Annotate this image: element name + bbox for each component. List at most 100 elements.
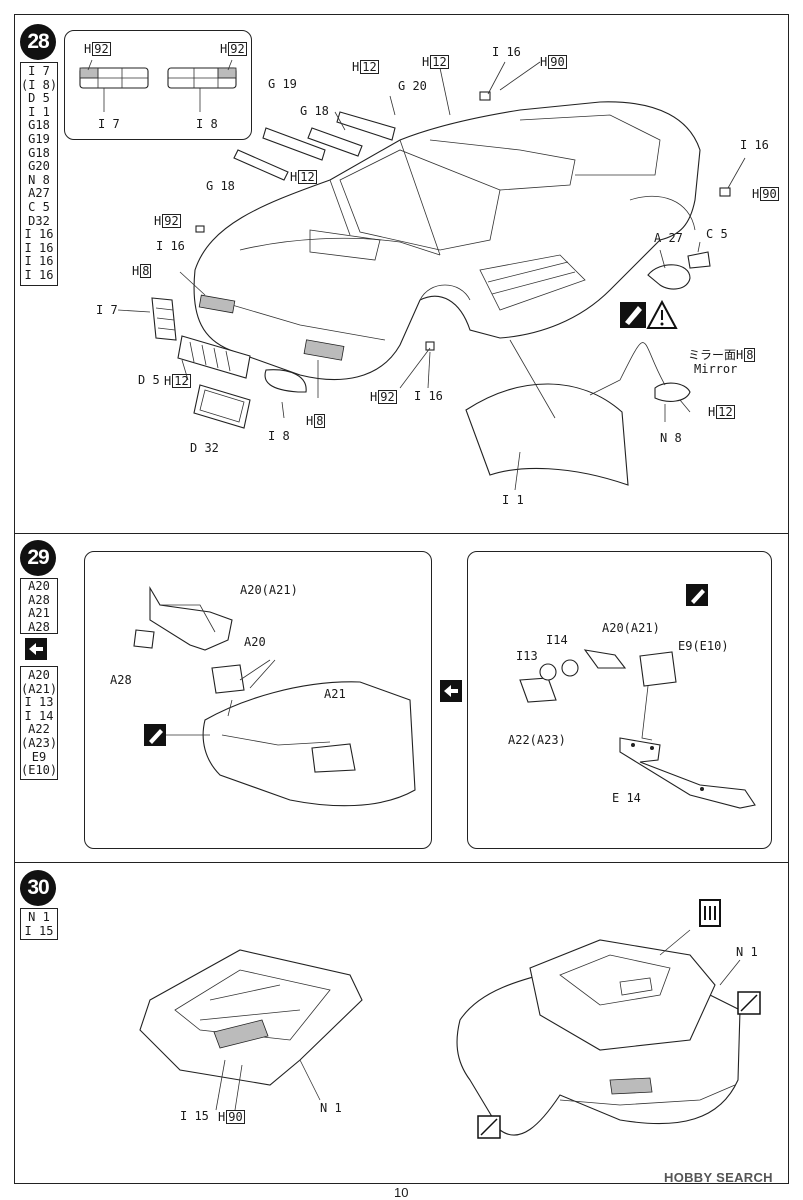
step-29-left-panel [84, 551, 432, 849]
step-30-leaders [215, 929, 741, 1111]
callout-mirror-en: Mirror [694, 362, 738, 376]
part-code: I 16 [24, 267, 54, 282]
front-parts [151, 297, 307, 429]
part-code: D 5 [28, 91, 50, 106]
part-code: N 1 [28, 910, 50, 924]
part-code: I 13 [24, 695, 54, 710]
step-29-parts-list-b: A20 (A21) I 13 I 14 A22 (A23) E9 (E10) [20, 666, 58, 780]
taillight-inset [64, 30, 252, 140]
callout-n1-right: N 1 [736, 945, 758, 959]
callout-d5: D 5 [138, 373, 160, 387]
callout-a22-a23: A22(A23) [508, 733, 566, 747]
part-code: I 14 [24, 708, 54, 723]
part-code: I 7 [28, 64, 50, 78]
part-code: I 16 [24, 254, 54, 269]
callout-a27: A 27 [654, 231, 683, 245]
part-code: C 5 [28, 199, 50, 214]
callout-i7-inset: I 7 [98, 117, 120, 131]
taillight-i7-drawing [79, 59, 149, 112]
part-code: I 16 [24, 240, 54, 255]
part-code: G19 [28, 131, 50, 146]
taillight-i8-drawing [167, 59, 237, 112]
step-30-frame [14, 862, 789, 1184]
part-code: A21 [28, 606, 50, 621]
part-code: I 1 [28, 104, 50, 119]
part-code: A28 [28, 592, 50, 607]
callout-i16-top: I 16 [492, 45, 521, 59]
part-code: A20 [28, 579, 50, 593]
part-code: A22 [28, 722, 50, 737]
callout-i16-mid: I 16 [156, 239, 185, 253]
step-29-number: 29 [20, 540, 56, 576]
step-29-left-drawing [133, 585, 416, 807]
callout-a28: A28 [110, 673, 132, 687]
step-30-parts-list: N 1 I 15 [20, 908, 58, 940]
callout-i14: I14 [546, 633, 568, 647]
callout-a20-a21-left: A20(A21) [240, 583, 298, 597]
part-code: A27 [28, 186, 50, 201]
callout-g18-lower: G 18 [206, 179, 235, 193]
part-code: G18 [28, 145, 50, 160]
callout-i8-inset: I 8 [196, 117, 218, 131]
step-29-parts-list-a: A20 A28 A21 A28 [20, 578, 58, 634]
step-30-engine-cover-drawing [139, 949, 363, 1086]
step-28-parts-list: I 7 (I 8) D 5 I 1 G18 G19 G18 G20 N 8 A2… [20, 62, 58, 286]
callout-i8-bottom: I 8 [268, 429, 290, 443]
callout-c5: C 5 [706, 227, 728, 241]
callout-i7-left: I 7 [96, 303, 118, 317]
callout-i16-right: I 16 [740, 138, 769, 152]
part-code: G20 [28, 159, 50, 174]
warning-icon [646, 299, 678, 329]
car-body-drawing [193, 101, 701, 381]
part-code: I 16 [24, 227, 54, 242]
callout-a20-a21-right: A20(A21) [602, 621, 660, 635]
part-code: E9 [31, 749, 47, 764]
part-code: A28 [28, 619, 50, 634]
step-28-number: 28 [20, 24, 56, 60]
clip-parts [195, 91, 731, 351]
part-code: A20 [28, 668, 50, 682]
callout-d32: D 32 [190, 441, 219, 455]
step-30-number: 30 [20, 870, 56, 906]
callout-i15: I 15 [180, 1109, 209, 1123]
callout-a20: A20 [244, 635, 266, 649]
part-code: D32 [28, 213, 50, 228]
step-28-leaders [117, 61, 746, 491]
callout-g19: G 19 [268, 77, 297, 91]
callout-i13: I13 [516, 649, 538, 663]
part-code: (E10) [21, 763, 58, 778]
callout-g20: G 20 [398, 79, 427, 93]
part-code: (A23) [21, 735, 58, 750]
part-code: N 8 [28, 172, 50, 187]
roof-bar-parts [233, 111, 396, 181]
step-30-car-rear-drawing [456, 939, 741, 1136]
part-code: G18 [28, 118, 50, 133]
callout-i1: I 1 [502, 493, 524, 507]
callout-n1-left: N 1 [320, 1101, 342, 1115]
part-code: (A21) [21, 681, 58, 696]
part-code: (I 8) [21, 77, 58, 92]
part-code: I 15 [24, 923, 54, 938]
watermark: HOBBY SEARCH [664, 1170, 773, 1185]
callout-a21: A21 [324, 687, 346, 701]
step-29-right-drawing [519, 649, 756, 809]
step-29-right-panel [467, 551, 772, 849]
page-number: 10 [394, 1185, 409, 1200]
callout-e14: E 14 [612, 791, 641, 805]
